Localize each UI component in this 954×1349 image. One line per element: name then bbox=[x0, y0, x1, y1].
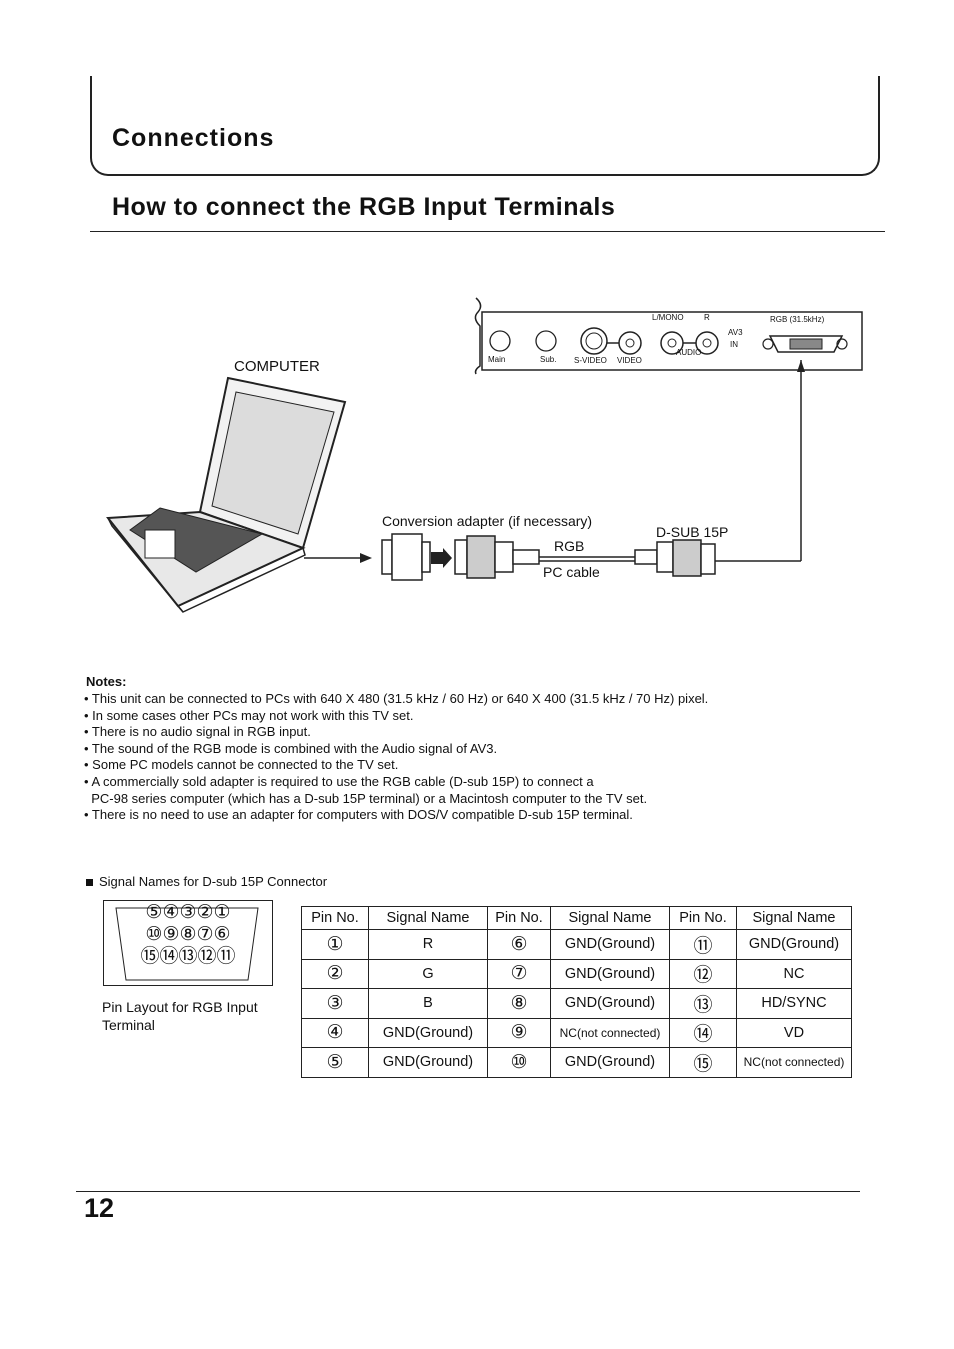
page-number: 12 bbox=[84, 1193, 115, 1223]
pin-layout: ⑤④③②① ⑩⑨⑧⑦⑥ ⑮⑭⑬⑫⑪ bbox=[104, 902, 272, 968]
pin-number: ⑪ bbox=[669, 929, 737, 960]
signal-heading-text: Signal Names for D-sub 15P Connector bbox=[99, 874, 328, 889]
notes-heading: Notes: bbox=[86, 674, 127, 689]
pc-cable-label: PC cable bbox=[543, 564, 600, 580]
audio-label: AUDIO bbox=[676, 348, 702, 357]
rgb-freq-label: RGB (31.5kHz) bbox=[770, 315, 825, 324]
adapter-label: Conversion adapter (if necessary) bbox=[382, 513, 593, 529]
signal-name: B bbox=[368, 988, 488, 1019]
signal-name: R bbox=[368, 929, 488, 960]
laptop-arrow bbox=[304, 553, 372, 563]
dsub-label: D-SUB 15P bbox=[656, 524, 729, 540]
av3-label: AV3 bbox=[728, 328, 743, 337]
title-rule bbox=[90, 231, 885, 232]
pin-number: ⑧ bbox=[487, 988, 551, 1019]
signal-name: GND(Ground) bbox=[736, 929, 852, 960]
main-label: Main bbox=[488, 355, 506, 364]
column-header: Signal Name bbox=[550, 906, 670, 930]
signal-name: GND(Ground) bbox=[368, 1047, 488, 1078]
pin-number: ⑫ bbox=[669, 958, 737, 989]
signal-name: GND(Ground) bbox=[550, 929, 670, 960]
signal-name: G bbox=[368, 958, 488, 989]
signal-name: VD bbox=[736, 1017, 852, 1048]
note-item: • A commercially sold adapter is require… bbox=[84, 773, 594, 789]
pin-number: ⑩ bbox=[487, 1047, 551, 1078]
signal-name: GND(Ground) bbox=[368, 1017, 488, 1048]
signal-name: NC(not connected) bbox=[736, 1047, 852, 1078]
note-item: • Some PC models cannot be connected to … bbox=[84, 757, 399, 773]
square-bullet-icon bbox=[86, 879, 93, 887]
lmono-label: L/MONO bbox=[652, 313, 684, 322]
conversion-adapter bbox=[381, 533, 452, 581]
note-item: PC-98 series computer (which has a D-sub… bbox=[84, 790, 648, 806]
section-frame bbox=[90, 76, 880, 176]
column-header: Pin No. bbox=[487, 906, 551, 930]
pin-number: ④ bbox=[301, 1017, 369, 1048]
video-label: VIDEO bbox=[617, 356, 642, 365]
tv-rear-panel bbox=[474, 297, 863, 375]
table-row: ② G ⑦ GND(Ground) ⑫ NC bbox=[301, 958, 852, 989]
computer-label: COMPUTER bbox=[234, 358, 320, 375]
r-label: R bbox=[704, 313, 710, 322]
signal-name: GND(Ground) bbox=[550, 988, 670, 1019]
pin-number: ⑤ bbox=[301, 1047, 369, 1078]
pin-layout-row: ⑮⑭⑬⑫⑪ bbox=[140, 946, 236, 967]
svideo-label: S-VIDEO bbox=[574, 356, 607, 365]
footer-rule bbox=[76, 1191, 860, 1192]
pin-layout-row: ⑩⑨⑧⑦⑥ bbox=[145, 924, 231, 945]
column-header: Pin No. bbox=[301, 906, 369, 930]
signal-name: NC(not connected) bbox=[550, 1017, 670, 1048]
signal-table: Pin No. Signal Name Pin No. Signal Name … bbox=[301, 906, 852, 1078]
diagram-drawing bbox=[106, 297, 863, 613]
pin-number: ⑬ bbox=[669, 988, 737, 1019]
pin-layout-caption: Pin Layout for RGB Input Terminal bbox=[102, 999, 258, 1033]
note-item: • There is no need to use an adapter for… bbox=[84, 807, 633, 823]
signal-name: HD/SYNC bbox=[736, 988, 852, 1019]
table-row: ③ B ⑧ GND(Ground) ⑬ HD/SYNC bbox=[301, 988, 852, 1019]
table-row: ⑤ GND(Ground) ⑩ GND(Ground) ⑮ NC(not con… bbox=[301, 1047, 852, 1078]
note-item: • This unit can be connected to PCs with… bbox=[84, 691, 709, 706]
column-header: Signal Name bbox=[736, 906, 852, 930]
dsub-outline bbox=[115, 907, 259, 981]
table-header-row: Pin No. Signal Name Pin No. Signal Name … bbox=[301, 906, 852, 930]
note-item: • There is no audio signal in RGB input. bbox=[84, 724, 311, 740]
column-header: Pin No. bbox=[669, 906, 737, 930]
laptop-illustration bbox=[106, 376, 347, 613]
pin-number: ⑮ bbox=[669, 1047, 737, 1078]
signal-name: GND(Ground) bbox=[550, 958, 670, 989]
sub-label: Sub. bbox=[540, 355, 557, 364]
pin-layout-row: ⑤④③②① bbox=[145, 902, 231, 923]
note-item: • In some cases other PCs may not work w… bbox=[84, 707, 414, 723]
pin-number: ① bbox=[301, 929, 369, 960]
column-header: Signal Name bbox=[368, 906, 488, 930]
table-row: ④ GND(Ground) ⑨ NC(not connected) ⑭ VD bbox=[301, 1017, 852, 1048]
section-title: Connections bbox=[112, 124, 275, 152]
pc-cable bbox=[454, 360, 805, 579]
in-label: IN bbox=[730, 340, 738, 349]
pin-layout-frame bbox=[103, 900, 273, 986]
pin-number: ② bbox=[301, 958, 369, 989]
signal-name: GND(Ground) bbox=[550, 1047, 670, 1078]
signal-name: NC bbox=[736, 958, 852, 989]
pin-number: ⑥ bbox=[487, 929, 551, 960]
pin-number: ③ bbox=[301, 988, 369, 1019]
table-row: ① R ⑥ GND(Ground) ⑪ GND(Ground) bbox=[301, 929, 852, 960]
page-title: How to connect the RGB Input Terminals bbox=[112, 193, 616, 221]
signal-heading: Signal Names for D-sub 15P Connector bbox=[86, 874, 327, 889]
pin-number: ⑦ bbox=[487, 958, 551, 989]
notes-list: • This unit can be connected to PCs with… bbox=[84, 691, 844, 824]
note-item: • The sound of the RGB mode is combined … bbox=[84, 740, 498, 756]
pin-number: ⑭ bbox=[669, 1017, 737, 1048]
pin-number: ⑨ bbox=[487, 1017, 551, 1048]
rgb-cable-label: RGB bbox=[554, 538, 585, 554]
